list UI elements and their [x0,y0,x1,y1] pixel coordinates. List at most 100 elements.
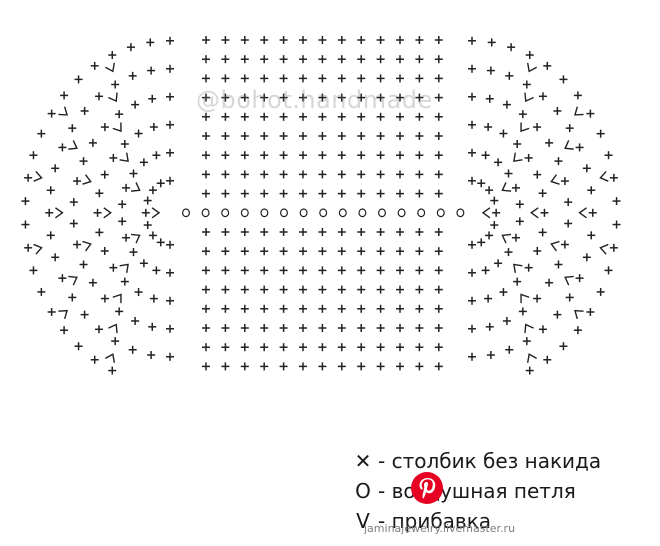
sc-stitch [221,74,230,83]
sc-stitch [337,132,346,140]
sc-stitch [357,151,366,160]
sc-stitch [582,253,591,262]
increase-stitch [526,353,538,363]
sc-stitch [564,219,573,228]
increase-symbol-icon: V [356,509,370,533]
sc-stitch [221,266,230,275]
sc-stitch [58,143,67,152]
sc-stitch [415,228,424,236]
sc-stitch [118,200,127,209]
sc-stitch [522,80,531,89]
sc-stitch [279,132,288,140]
sc-stitch [504,248,513,257]
sc-stitch [415,170,424,179]
sc-stitch [95,92,104,101]
sc-stitch [202,132,210,140]
sc-stitch [147,66,156,75]
chain-symbol-icon: O [355,479,371,503]
sc-stitch [21,197,30,206]
sc-stitch [543,355,552,364]
sc-stitch [129,169,138,178]
sc-stitch [202,228,210,236]
sc-stitch [538,325,547,334]
chain-stitch [417,208,426,218]
sc-stitch [202,93,210,102]
sc-stitch [515,200,524,209]
sc-stitch [299,151,307,160]
sc-stitch [434,74,443,83]
sc-stitch [299,132,307,140]
sc-stitch [166,92,174,101]
sc-stitch [240,285,249,294]
sc-stitch [538,189,547,198]
sc-stitch [128,345,137,354]
sc-stitch [202,343,210,352]
sc-stitch [604,266,613,275]
increase-stitch [550,240,560,252]
sc-stitch [299,228,307,236]
increase-stitch [104,62,116,73]
sc-stitch [553,106,562,115]
sc-stitch [357,93,366,102]
sc-stitch [396,285,404,294]
sc-stitch [126,43,135,52]
sc-stitch [434,304,443,313]
sc-stitch [299,93,307,102]
sc-stitch [318,55,327,64]
sc-stitch [109,153,118,162]
sc-stitch [279,93,288,102]
sc-stitch [74,342,83,351]
sc-stitch [240,55,249,64]
sc-stitch [79,260,88,269]
sc-stitch [166,120,174,129]
sc-stitch [90,61,99,70]
sc-stitch [522,337,531,346]
sc-stitch [434,266,443,275]
sc-stitch [396,362,404,371]
increase-stitch [112,293,122,304]
sc-stitch [221,362,230,371]
sc-stitch [525,51,534,60]
sc-stitch [299,74,307,83]
sc-stitch [357,228,366,236]
sc-stitch [434,93,443,102]
sc-stitch [318,362,327,371]
sc-stitch [415,304,424,313]
sc-stitch [337,362,346,371]
sc-stitch [434,189,443,198]
sc-stitch [120,139,129,148]
sc-stitch [240,74,249,83]
sc-stitch [468,148,476,157]
sc-stitch [279,324,288,332]
sc-stitch [115,307,124,316]
sc-stitch [376,189,385,198]
chain-stitch [240,208,249,218]
sc-stitch [396,170,404,179]
sc-stitch [260,170,269,179]
sc-stitch [156,238,165,247]
sc-stitch [376,285,385,294]
sc-stitch [533,246,542,255]
sc-stitch [88,138,97,147]
legend-item-increase: V - прибавка [352,506,601,536]
sc-stitch [468,120,476,129]
sc-stitch [260,36,269,44]
sc-stitch [337,55,346,64]
watermark-instagram: @bohot.handmade [196,86,433,114]
sc-stitch [337,324,346,332]
sc-stitch [415,266,424,275]
increase-stitch [564,275,574,286]
increase-stitch [82,174,92,185]
sc-stitch [68,293,77,302]
sc-stitch [564,198,573,207]
sc-stitch [337,247,346,256]
sc-stitch [490,196,499,205]
sc-stitch [554,260,563,269]
sc-stitch [148,186,157,195]
sc-stitch [612,220,621,229]
sc-stitch [543,61,552,70]
sc-stitch [337,189,346,198]
sc-stitch [122,183,131,192]
sc-stitch [505,71,514,80]
sc-stitch [357,304,366,313]
